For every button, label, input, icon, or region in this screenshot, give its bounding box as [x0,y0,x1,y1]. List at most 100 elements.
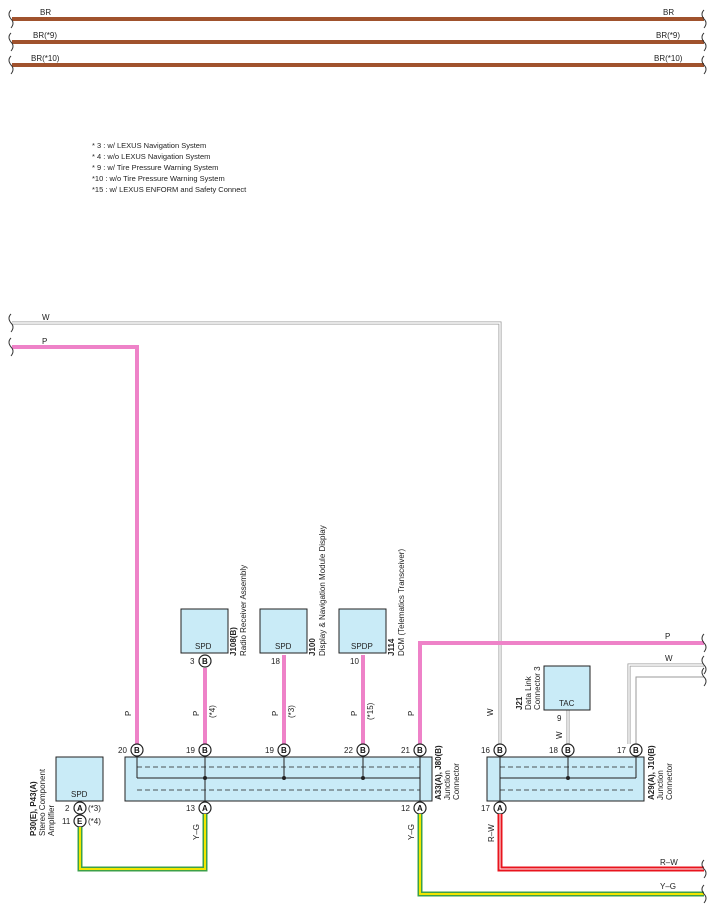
pin-number: 20 [118,746,127,755]
junction-name: Junction [656,770,665,800]
connector-letter: B [360,746,366,755]
connector-letter: B [281,746,287,755]
pin-number: 19 [186,746,195,755]
pin-note: (*4) [88,817,101,826]
label-p-col4: P [350,711,359,716]
label-note3: (*3) [287,705,296,718]
component-j21: TAC 9 J21 Data Link Connector 3 [515,665,591,723]
pin-number: 3 [190,657,195,666]
pin-number: 16 [481,746,490,755]
junction-name: Junction [443,770,452,800]
wire-label-br-left: BR [40,8,51,17]
connector-letter: B [202,657,208,666]
connector-letter: A [497,804,503,813]
pin-number: 9 [557,714,562,723]
legend: * 3 : w/ LEXUS Navigation System * 4 : w… [92,141,247,194]
wire-label-w: W [42,313,50,322]
label-p-col5: P [407,711,416,716]
pin-number: 18 [549,746,558,755]
label-yg-left: Y–G [192,824,201,840]
legend-item: * 9 : w/ Tire Pressure Warning System [92,163,218,172]
label-w-col: W [486,708,495,716]
component-name: Radio Receiver Assembly [239,565,248,656]
legend-item: * 4 : w/o LEXUS Navigation System [92,152,210,161]
label-note15: (*15) [366,702,375,720]
component-name: Connector 3 [533,666,542,710]
component-j114: SPDP 10 J114 DCM (Telematics Transceiver… [338,549,406,666]
w-wire-right: W [627,654,707,744]
wire-label-br10-left: BR(*10) [31,54,60,63]
pin-number: 18 [271,657,280,666]
label-p-col2: P [192,711,201,716]
label-p-col1: P [124,711,133,716]
component-amplifier: SPD P30(E), P43(A) Stereo Component Ampl… [29,756,104,836]
pin-number: 10 [350,657,359,666]
junction-name: Connector [452,763,461,800]
component-name: DCM (Telematics Transceiver) [397,549,406,656]
pin-number: 22 [344,746,353,755]
connector-letter: B [565,746,571,755]
wire-label-br9-left: BR(*9) [33,31,57,40]
component-code: J114 [387,638,396,656]
label-note4: (*4) [208,705,217,718]
wire-yg-right: Y–G Y–G [407,814,707,904]
label-rw-right: R–W [660,858,678,867]
component-code: J100 [308,638,317,656]
component-code: P30(E), P43(A) [29,781,38,836]
label-yg-right: Y–G [660,882,676,891]
p-wire-top: P [8,337,139,745]
pin-number: 11 [62,817,71,826]
legend-item: *15 : w/ LEXUS ENFORM and Safety Connect [92,185,247,194]
connector-letter: E [77,817,83,826]
junction-code: A33(A), J80(B) [434,745,443,800]
component-name: Display & Navigation Module Display [318,525,327,656]
label-rw-col: R–W [487,824,496,842]
connector-letter: B [417,746,423,755]
wire-label-br10-right: BR(*10) [654,54,683,63]
label-yg-mid: Y–G [407,824,416,840]
pin-number: 13 [186,804,195,813]
junction-code: A29(A), J10(B) [647,745,656,800]
connector-letter: B [134,746,140,755]
component-name: Data Link [524,675,533,710]
wire-label-w-right: W [665,654,673,663]
top-wire-group: BR BR BR(*9) BR(*9) BR(*10) BR(*10) [8,8,707,75]
connector-letter: A [417,804,423,813]
connector-letter: B [633,746,639,755]
junction-connector-left: B 20 B 19 B 19 B 22 B 21 A 13 A 12 A33(A… [118,743,461,815]
pin-number: 21 [401,746,410,755]
component-j108: SPD B 3 J108(B) Radio Receiver Assembly [180,565,248,668]
p-wire-right: P [418,632,707,745]
wire-yg-left: Y–G [77,814,208,872]
junction-name: Connector [665,763,674,800]
terminal-label: SPD [275,642,292,651]
label-p-col3: P [271,711,280,716]
wire-label-br9-right: BR(*9) [656,31,680,40]
pin-number: 19 [265,746,274,755]
pin-number: 12 [401,804,410,813]
pin-number: 17 [617,746,626,755]
component-name: Stereo Component [38,768,47,836]
connector-letter: A [77,804,83,813]
label-w-j21: W [555,731,564,739]
pin-number: 2 [65,804,70,813]
wire-rw: R–W R–W [487,814,707,879]
junction-connector-right: B 16 B 18 B 17 A 17 A29(A), J10(B) Junct… [481,743,674,815]
legend-item: *10 : w/o Tire Pressure Warning System [92,174,225,183]
connector-letter: B [497,746,503,755]
pin-number: 17 [481,804,490,813]
component-code: J21 [515,696,524,710]
column-wire-labels: P P (*4) P (*3) P (*15) P W W [124,702,564,739]
terminal-label: SPD [71,790,88,799]
pin-note: (*3) [88,804,101,813]
terminal-label: SPDP [351,642,373,651]
terminal-label: TAC [559,699,575,708]
connector-letter: A [202,804,208,813]
component-name: Amplifier [47,805,56,836]
legend-item: * 3 : w/ LEXUS Navigation System [92,141,206,150]
wire-label-p-right: P [665,632,670,641]
terminal-label: SPD [195,642,212,651]
w-wire-top: W [8,313,502,744]
wire-label-p: P [42,337,47,346]
